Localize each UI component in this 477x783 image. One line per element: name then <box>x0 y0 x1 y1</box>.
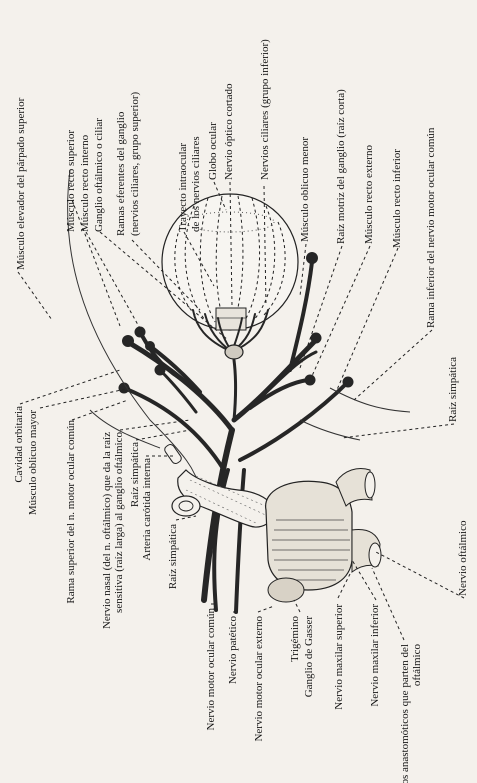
label-nasal-nerve-sub: sensitiva (raíz larga) al ganglio oftálm… <box>113 432 125 613</box>
label-inferior-rectus: Músculo recto inferior <box>391 149 403 248</box>
label-carotid-artery: Arteria carótida interna <box>141 458 153 561</box>
label-anastomotic-nerves: Nervios anastomóticos que parten del <box>399 644 411 783</box>
label-sympathetic-root-right: Raíz simpática <box>447 357 459 422</box>
label-lateral-rectus: Músculo recto externo <box>363 145 375 244</box>
label-gasserian-ganglion: Ganglio de Gasser <box>303 616 315 698</box>
ciliary-ganglion <box>225 345 243 359</box>
label-mandibular-nerve: Nervio maxilar inferior <box>369 604 381 707</box>
label-efferent-branches-sub: (nervios ciliares, grupo superior) <box>129 91 141 236</box>
label-optic-nerve: Nervio óptico cortado <box>223 83 235 180</box>
gasserian-ganglion <box>266 469 381 603</box>
label-sympathetic-root-2: Raíz simpática <box>167 524 179 589</box>
label-superior-oblique: Músculo oblicuo mayor <box>27 410 39 515</box>
label-ciliary-ganglion: Ganglio oftálmico o ciliar <box>93 118 105 232</box>
label-trochlear-nerve: Nervio patético <box>227 616 239 685</box>
label-ciliary-inferior: Nervios ciliares (grupo inferior) <box>259 39 271 180</box>
label-anastomotic-nerves-sub: oftálmico <box>411 644 423 687</box>
label-ophthalmic-nerve: Nervio oftálmico <box>457 520 469 596</box>
label-inferior-oblique: Músculo oblicuo menor <box>299 137 311 242</box>
label-inferior-branch: Rama inferior del nervio motor ocular co… <box>425 127 437 328</box>
label-sympathetic-root-1: Raíz simpática <box>129 442 141 507</box>
label-superior-rectus: Músculo recto superior <box>65 130 77 232</box>
label-nasal-nerve: Nervio nasal (del n. oftálmico) que da l… <box>101 432 113 629</box>
label-superior-branch: Rama superior del n. motor ocular común <box>65 420 77 604</box>
label-levator-palpebrae: Músculo elevador del párpado superior <box>15 97 27 270</box>
label-intraocular-course: Trayecto intraocular <box>177 143 189 232</box>
label-medial-rectus: Músculo recto interno <box>79 134 91 232</box>
label-maxillary-nerve: Nervio maxilar superior <box>333 604 345 710</box>
label-abducens-nerve: Nervio motor ocular externo <box>253 616 265 742</box>
label-motor-root: Raíz motriz del ganglio (raíz corta) <box>335 89 347 244</box>
label-trigeminal: Trigémino <box>289 616 301 663</box>
label-intraocular-course-sub: de los nervios ciliares <box>190 136 202 232</box>
label-eyeball: Globo ocular <box>207 122 219 180</box>
label-orbital-cavity: Cavidad orbitaria <box>13 406 25 483</box>
label-efferent-branches: Ramas eferentes del ganglio <box>115 111 127 236</box>
label-oculomotor-nerve: Nervio motor ocular común <box>205 608 217 731</box>
